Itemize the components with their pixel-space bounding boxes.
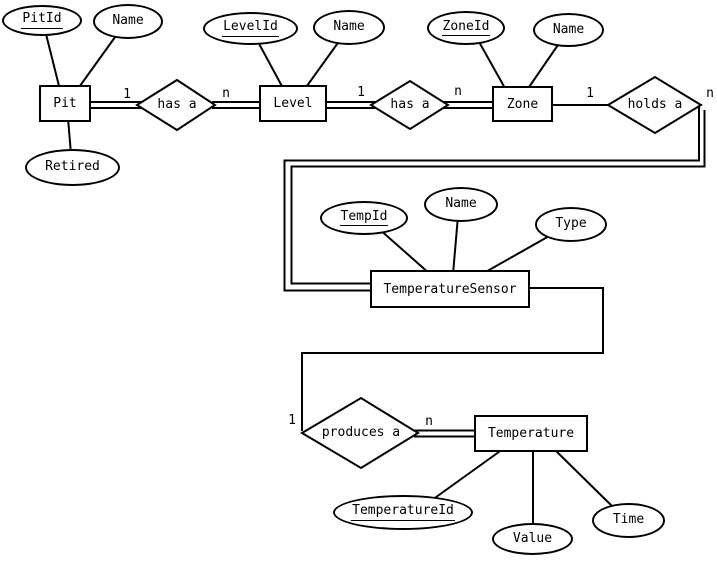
cardinality-zone-sensor-one: 1 [586, 86, 594, 101]
entity-level: Level [259, 85, 327, 122]
edge-sensor-producesa [301, 287, 604, 431]
edge-temperature-temperatureid [431, 448, 504, 501]
edge-temperature-time [553, 448, 614, 508]
edge-name-sensor [452, 215, 459, 275]
attribute-level-id: LevelId [203, 12, 298, 45]
edge-name-level [303, 39, 341, 91]
attribute-zone-id: ZoneId [427, 11, 505, 45]
connectors [44, 29, 706, 528]
attribute-level-name: Name [313, 10, 385, 45]
entity-zone: Zone [492, 86, 553, 122]
attribute-zone-id-label: ZoneId [441, 19, 491, 37]
attribute-zone-name: Name [533, 13, 604, 47]
attribute-temperature-value: Value [492, 523, 573, 555]
edge-pitid-pit [44, 29, 61, 91]
edge-levelid-level [256, 39, 285, 91]
attribute-temperature-id-label: TemperatureId [351, 504, 455, 521]
entity-pit: Pit [39, 85, 91, 122]
edge-tempid-sensor [377, 227, 431, 275]
attribute-temp-id-label: TempId [339, 209, 389, 227]
edge-name-pit [76, 32, 119, 91]
relationship-diamonds [135, 75, 703, 470]
edge-type-sensor [481, 234, 552, 275]
attribute-pit-id-label: PitId [21, 12, 63, 29]
edge-pit-retired [67, 117, 72, 155]
edge-name-zone [526, 41, 561, 91]
diamond-level-zone [369, 79, 450, 131]
attribute-sensor-name: Name [424, 187, 498, 222]
cardinality-level-zone-one: 1 [357, 85, 365, 100]
attribute-level-id-label: LevelId [222, 20, 279, 37]
cardinality-sensor-temperature-many: n [425, 414, 433, 429]
entity-temperature-sensor: TemperatureSensor [370, 270, 530, 308]
attribute-pit-retired-label: Retired [45, 159, 100, 175]
attribute-level-name-label: Name [333, 19, 365, 35]
diamond-sensor-temperature [300, 396, 420, 470]
attribute-temperature-time-label: Time [612, 512, 645, 528]
cardinality-pit-level-one: 1 [123, 87, 131, 102]
entity-temperature: Temperature [474, 415, 588, 452]
cardinality-pit-level-many: n [222, 86, 230, 101]
attribute-pit-name: Name [93, 4, 163, 39]
edge-holdsa-sensor-inner [283, 107, 700, 292]
attribute-temperature-id: TemperatureId [333, 495, 473, 530]
cardinality-sensor-temperature-one: 1 [288, 413, 296, 428]
attribute-temp-id: TempId [320, 201, 408, 235]
attribute-zone-name-label: Name [552, 21, 585, 37]
attribute-pit-name-label: Name [112, 13, 144, 29]
diamond-pit-level [135, 78, 217, 132]
attribute-sensor-type-label: Type [555, 216, 587, 232]
attribute-pit-retired: Retired [25, 149, 120, 186]
cardinality-level-zone-many: n [454, 84, 462, 99]
cardinality-zone-sensor-many: n [706, 86, 714, 101]
edge-zoneid-zone [477, 39, 507, 91]
attribute-pit-id: PitId [2, 5, 82, 36]
edge-holdsa-sensor-outer [290, 110, 706, 285]
attribute-temperature-value-label: Value [512, 530, 553, 546]
attribute-sensor-type: Type [535, 207, 607, 242]
attribute-sensor-name-label: Name [445, 196, 477, 212]
attribute-temperature-time: Time [592, 503, 665, 538]
diamond-zone-sensor [606, 75, 703, 135]
